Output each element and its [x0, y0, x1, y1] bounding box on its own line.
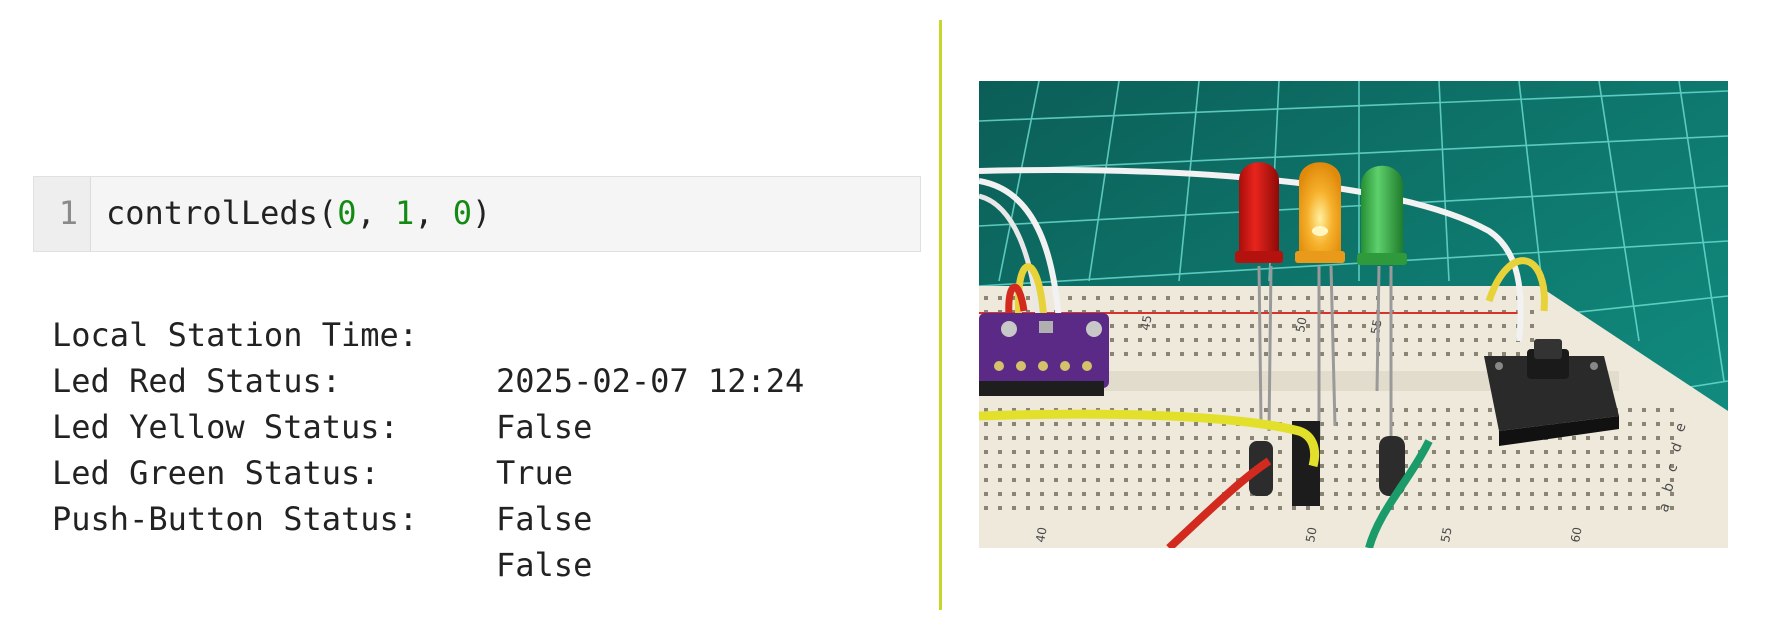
- output-label: Local Station Time:: [52, 316, 419, 354]
- bb-number: 60: [1568, 526, 1584, 543]
- breadboard-illustration: 45 50 55 40 50 55 60 a b c d e: [979, 81, 1728, 548]
- breadboard-channel: [979, 371, 1619, 391]
- bb-number: 50: [1303, 526, 1319, 543]
- sensor-module: [979, 313, 1109, 396]
- led-yellow: [1295, 162, 1345, 263]
- line-number: 1: [58, 194, 78, 232]
- output-label: Led Green Status:: [52, 454, 380, 492]
- code-line[interactable]: controlLeds(0, 1, 0): [106, 191, 491, 235]
- code-close-paren: ): [472, 194, 492, 232]
- wire-red: [1166, 457, 1272, 548]
- bb-number: 55: [1438, 526, 1454, 543]
- jumper-header: [1379, 436, 1405, 496]
- wire-white: [979, 167, 1524, 342]
- output-value: False: [496, 546, 593, 584]
- code-arg-yellow: 1: [394, 194, 415, 232]
- code-function: controlLeds(: [106, 194, 338, 232]
- led-green: [1357, 165, 1407, 265]
- wire-white: [979, 193, 1042, 327]
- output-value: False: [496, 500, 593, 538]
- wire-red: [1005, 283, 1028, 317]
- bb-number: 45: [1138, 314, 1154, 331]
- output-row-time: Local Station Time: 2025-02-07 12:24: [52, 266, 804, 400]
- output-row-led-green: Led Green Status: False: [52, 404, 592, 538]
- output-row-led-red: Led Red Status: False: [52, 312, 592, 446]
- output-value: True: [496, 454, 574, 492]
- output-value: 2025-02-07 12:24: [496, 362, 805, 400]
- led-red: [1235, 162, 1283, 263]
- push-button: [1484, 339, 1619, 446]
- cell-output: Local Station Time: 2025-02-07 12:24 Led…: [52, 266, 804, 584]
- code-arg-green: 0: [452, 194, 473, 232]
- code-cell[interactable]: 1 controlLeds(0, 1, 0): [33, 176, 921, 252]
- line-number-gutter: 1: [34, 177, 91, 251]
- output-value: False: [496, 408, 593, 446]
- bb-number: 50: [1293, 316, 1309, 333]
- code-separator: ,: [414, 194, 453, 232]
- bb-number: 40: [1033, 526, 1049, 543]
- code-separator: ,: [356, 194, 395, 232]
- breadboard-photo: 45 50 55 40 50 55 60 a b c d e: [979, 81, 1728, 548]
- output-label: Led Red Status:: [52, 362, 341, 400]
- mat-grid: [979, 81, 1728, 412]
- wire-yellow: [979, 409, 1320, 468]
- code-arg-red: 0: [337, 194, 357, 232]
- wire-green: [1365, 439, 1433, 548]
- output-label: Push-Button Status:: [52, 500, 419, 538]
- bb-number: 55: [1368, 318, 1384, 335]
- wire-yellow: [1485, 257, 1548, 312]
- output-label: Led Yellow Status:: [52, 408, 399, 446]
- output-row-push-button: Push-Button Status: False: [52, 450, 592, 584]
- wire-white: [979, 178, 1062, 322]
- output-row-led-yellow: Led Yellow Status: True: [52, 358, 573, 492]
- vertical-divider: [939, 20, 942, 610]
